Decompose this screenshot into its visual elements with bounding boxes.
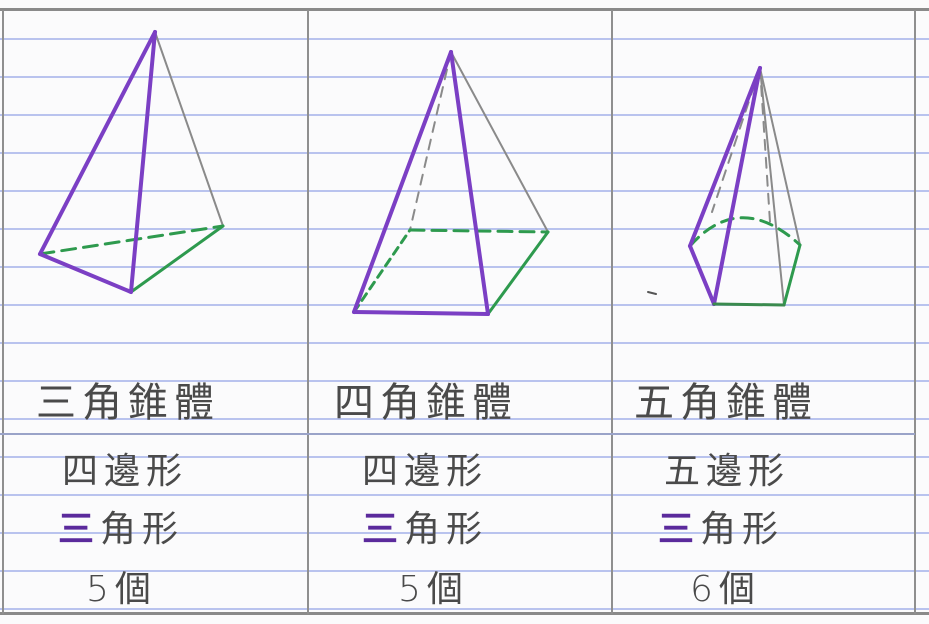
page-bottom-border bbox=[0, 612, 929, 615]
column-divider-1 bbox=[307, 10, 309, 614]
table-row-divider bbox=[0, 433, 915, 435]
column-divider-left bbox=[2, 10, 4, 614]
col1-face-count: 5個 bbox=[86, 569, 157, 610]
column-divider-2 bbox=[611, 10, 613, 614]
col2-solid-name: 四角錐體 bbox=[334, 380, 518, 426]
col2-base-shape: 四邊形 bbox=[362, 451, 489, 492]
col1-side-shape: 三角形 bbox=[58, 500, 184, 552]
col2-side-prefix: 三 bbox=[362, 509, 405, 550]
column-divider-right bbox=[914, 10, 916, 614]
col3-side-shape: 三角形 bbox=[658, 500, 784, 552]
square-pyramid-figure bbox=[352, 50, 550, 316]
col3-base-shape: 五邊形 bbox=[664, 451, 791, 492]
col1-side-suffix: 角形 bbox=[100, 509, 185, 550]
col1-base-shape: 四邊形 bbox=[62, 451, 189, 492]
col2-side-suffix: 角形 bbox=[404, 509, 489, 550]
col3-side-prefix: 三 bbox=[658, 509, 701, 550]
col2-face-count: 5個 bbox=[398, 569, 469, 610]
pentagonal-pyramid-figure bbox=[647, 66, 802, 307]
triangular-pyramid-figure bbox=[38, 30, 225, 294]
col3-solid-name: 五角錐體 bbox=[634, 380, 818, 426]
page-top-border bbox=[0, 8, 929, 11]
col3-side-suffix: 角形 bbox=[700, 509, 785, 550]
col1-side-prefix: 三 bbox=[58, 509, 101, 550]
col1-solid-name: 三角錐體 bbox=[36, 380, 220, 426]
col2-side-shape: 三角形 bbox=[362, 500, 488, 552]
col3-face-count: 6個 bbox=[690, 569, 761, 610]
